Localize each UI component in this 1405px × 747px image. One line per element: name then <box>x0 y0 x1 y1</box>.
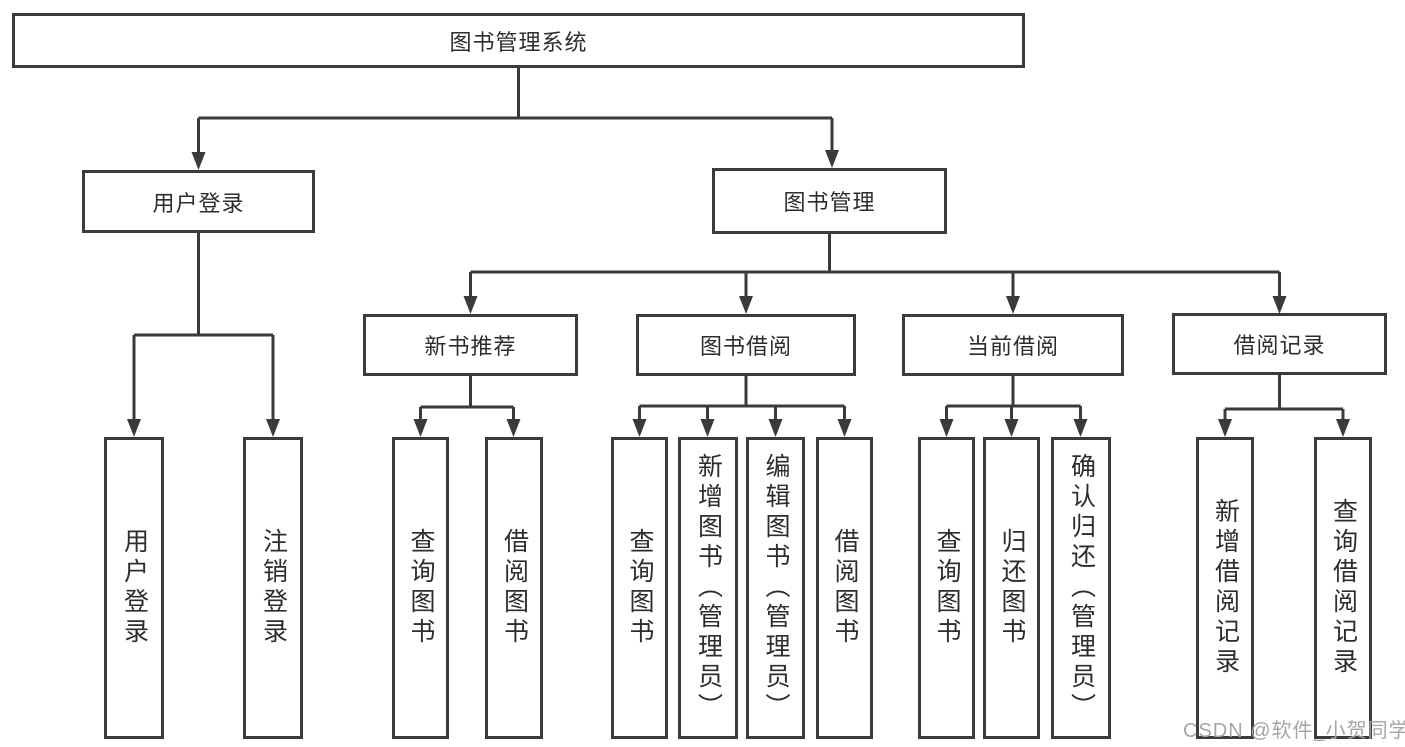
leaf-records-query-record: 查询借阅记录 <box>1314 437 1372 739</box>
arrow-down-icon <box>127 419 280 437</box>
node-label: 图书管理系统 <box>449 29 588 55</box>
node-label: 图书管理 <box>783 190 876 215</box>
leaf-current-confirm-return-admin: 确认归还（管理员） <box>1051 437 1111 739</box>
arrow-down-icon <box>463 296 1287 314</box>
leaf-borrowing-query-books: 查询图书 <box>611 437 668 739</box>
connector-records-branch <box>1223 374 1345 420</box>
node-label: 新书推荐 <box>424 334 517 359</box>
leaf-label: 用户登录 <box>120 528 149 648</box>
connector-root <box>197 68 834 153</box>
leaf-borrowing-edit-books-admin: 编辑图书（管理员） <box>746 437 805 739</box>
leaf-label: 查询借阅记录 <box>1329 498 1358 678</box>
node-book-management: 图书管理 <box>712 168 947 234</box>
leaf-label: 归还图书 <box>998 528 1026 648</box>
connector-management-branch <box>469 232 1281 297</box>
leaf-borrowing-borrow-books: 借阅图书 <box>816 437 873 739</box>
connector-borrowing-branch <box>638 374 846 420</box>
arrow-down-icon <box>939 419 1088 437</box>
leaf-label: 确认归还（管理员） <box>1067 453 1096 723</box>
node-label: 当前借阅 <box>966 334 1059 359</box>
leaf-label: 新增借阅记录 <box>1211 498 1240 678</box>
arrow-down-icon <box>1218 419 1350 437</box>
node-label: 借阅记录 <box>1233 333 1326 358</box>
connector-current-branch <box>945 374 1082 420</box>
leaf-recommend-query-books: 查询图书 <box>392 437 449 739</box>
arrow-down-icon <box>191 150 839 170</box>
arrow-down-icon <box>413 419 521 437</box>
node-borrowing-records: 借阅记录 <box>1172 313 1387 375</box>
leaf-user-login: 用户登录 <box>104 437 164 739</box>
connector-login-branch <box>132 231 275 420</box>
leaf-label: 借阅图书 <box>831 528 859 648</box>
leaf-current-return-books: 归还图书 <box>983 437 1040 739</box>
node-library-management-system: 图书管理系统 <box>12 13 1025 68</box>
leaf-label: 查询图书 <box>933 528 961 648</box>
leaf-label: 新增图书（管理员） <box>694 453 723 723</box>
leaf-recommend-borrow-books: 借阅图书 <box>485 437 543 739</box>
leaf-label: 查询图书 <box>407 528 435 648</box>
leaf-records-add-record: 新增借阅记录 <box>1196 437 1254 739</box>
csdn-watermark: CSDN @软件_小贺同学 <box>1183 720 1405 742</box>
node-label: 用户登录 <box>152 190 245 216</box>
leaf-label: 借阅图书 <box>500 528 529 648</box>
connector-recommend-branch <box>419 374 515 420</box>
leaf-label: 编辑图书（管理员） <box>762 453 790 723</box>
leaf-borrowing-add-books-admin: 新增图书（管理员） <box>678 437 738 739</box>
node-label: 图书借阅 <box>699 334 792 359</box>
node-book-borrowing: 图书借阅 <box>636 314 856 376</box>
leaf-label: 注销登录 <box>259 528 288 648</box>
leaf-label: 查询图书 <box>626 528 654 648</box>
leaf-current-query-books: 查询图书 <box>918 437 975 739</box>
node-user-login: 用户登录 <box>82 170 315 233</box>
arrow-down-icon <box>632 419 852 437</box>
node-current-borrowing: 当前借阅 <box>902 314 1124 376</box>
node-new-book-recommendation: 新书推荐 <box>363 314 578 376</box>
leaf-logout: 注销登录 <box>243 437 303 739</box>
